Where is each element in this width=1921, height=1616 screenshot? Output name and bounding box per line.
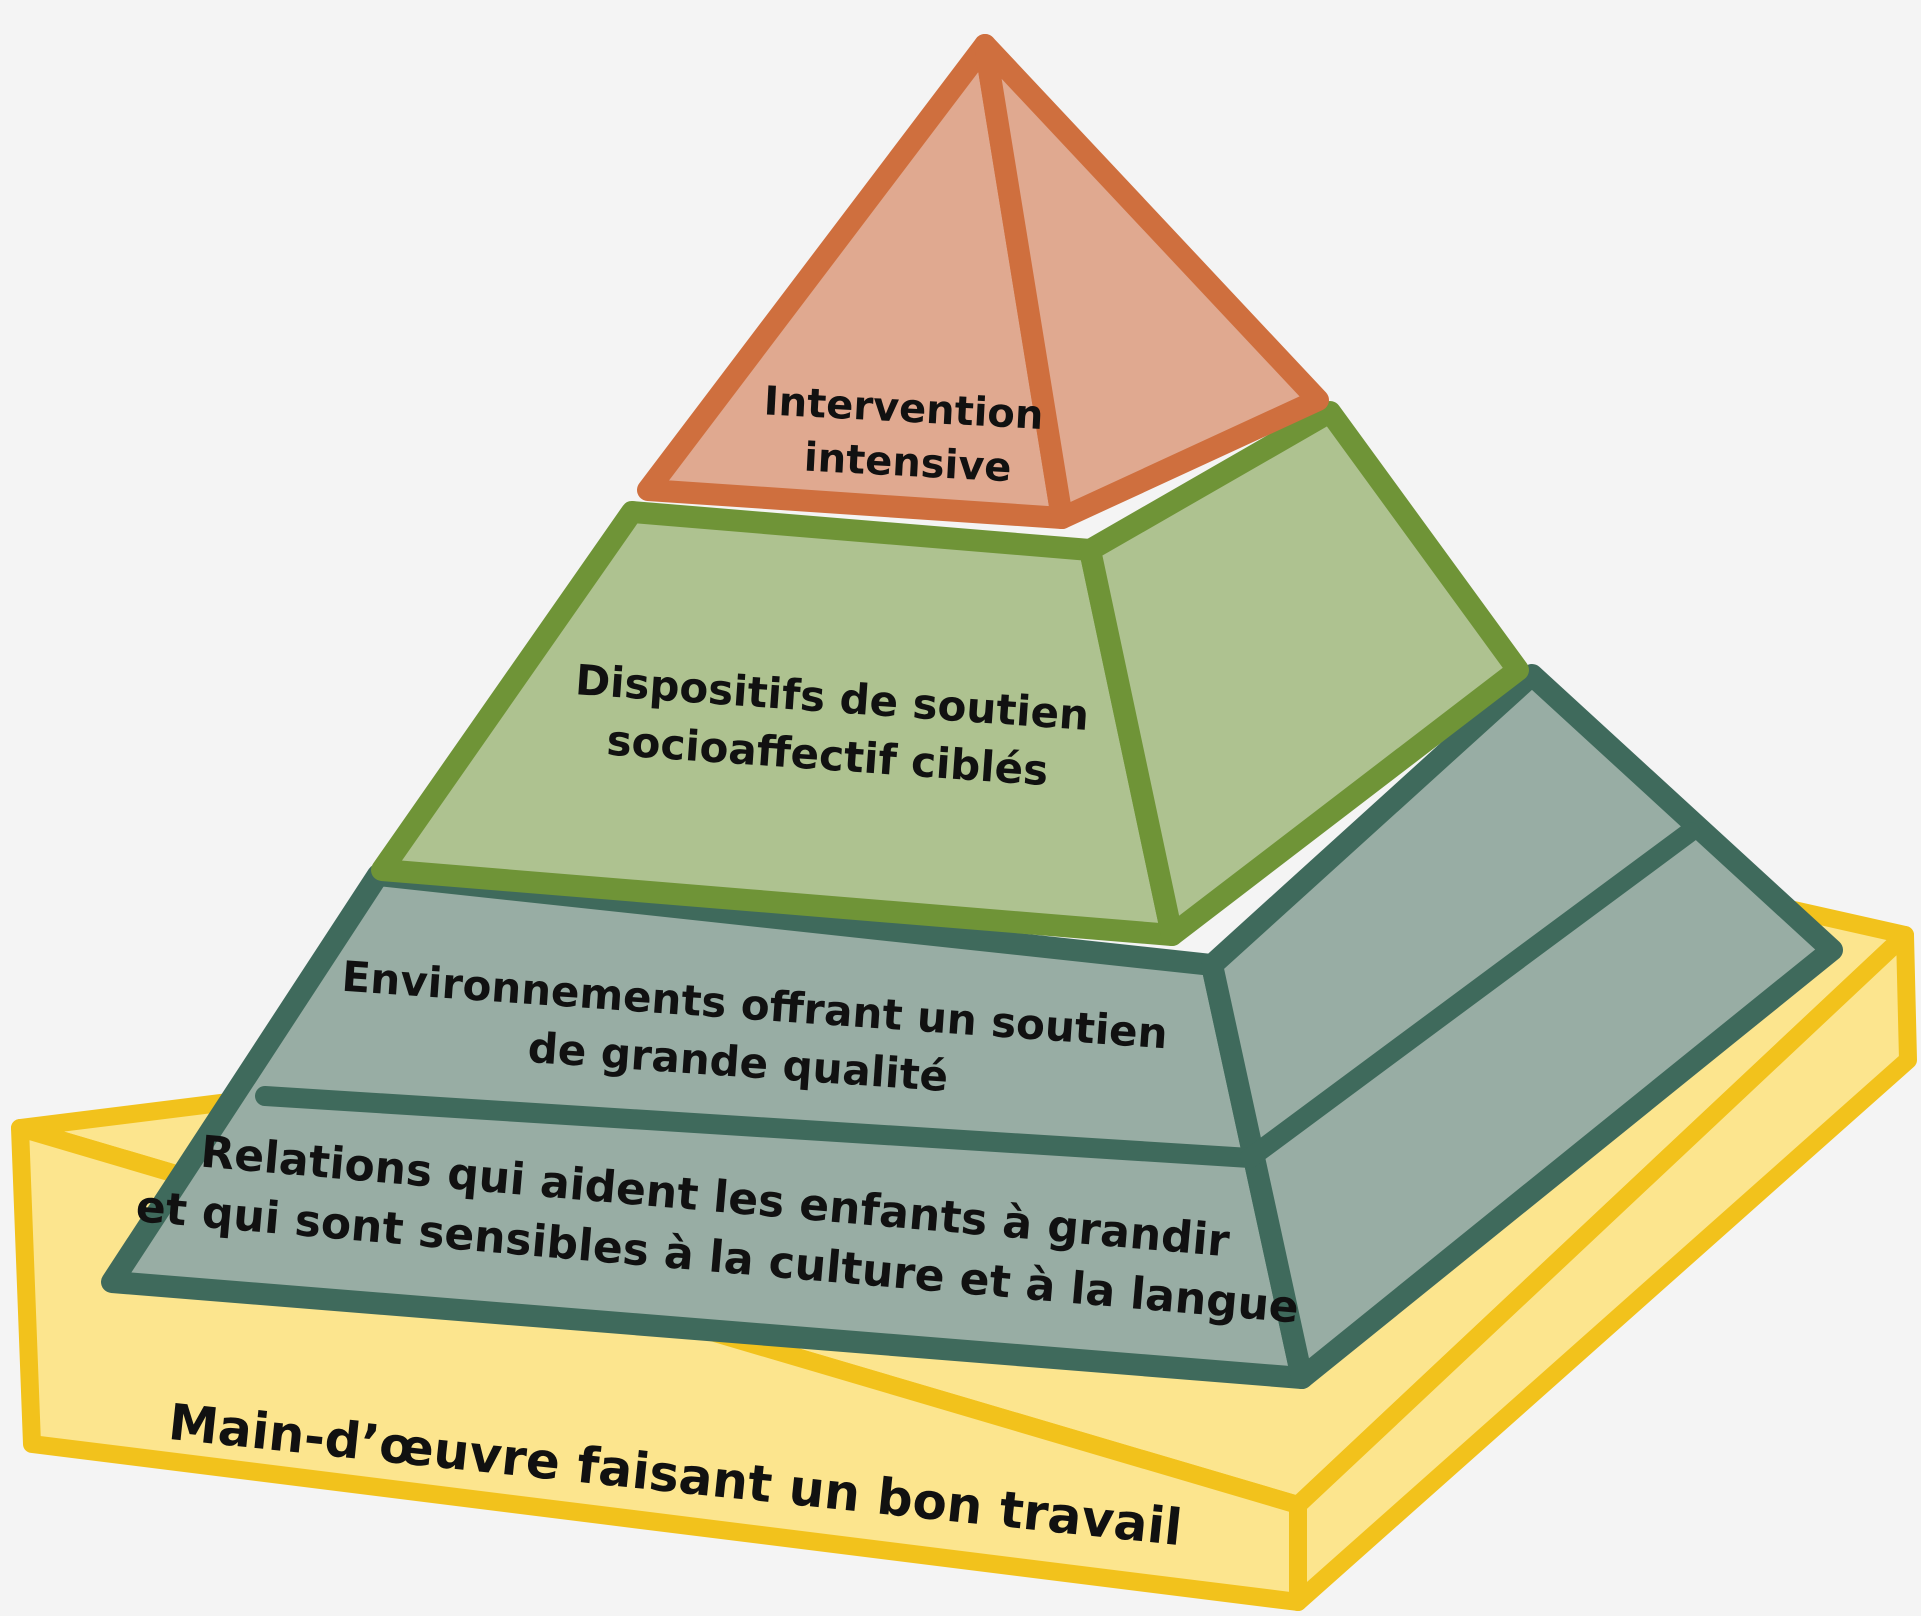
foundation-right-face: [1289, 926, 1917, 1611]
intensive-right-face: [974, 34, 1329, 529]
targeted-band: [371, 401, 1529, 946]
universal-divider-right: [1240, 822, 1700, 1168]
intensive-apex: [637, 34, 1329, 529]
universal-band: [101, 664, 1843, 1389]
universal-divider-front: [255, 1086, 1260, 1168]
intensive-label-line2: intensive: [803, 435, 1013, 492]
targeted-right-face: [1079, 401, 1529, 946]
